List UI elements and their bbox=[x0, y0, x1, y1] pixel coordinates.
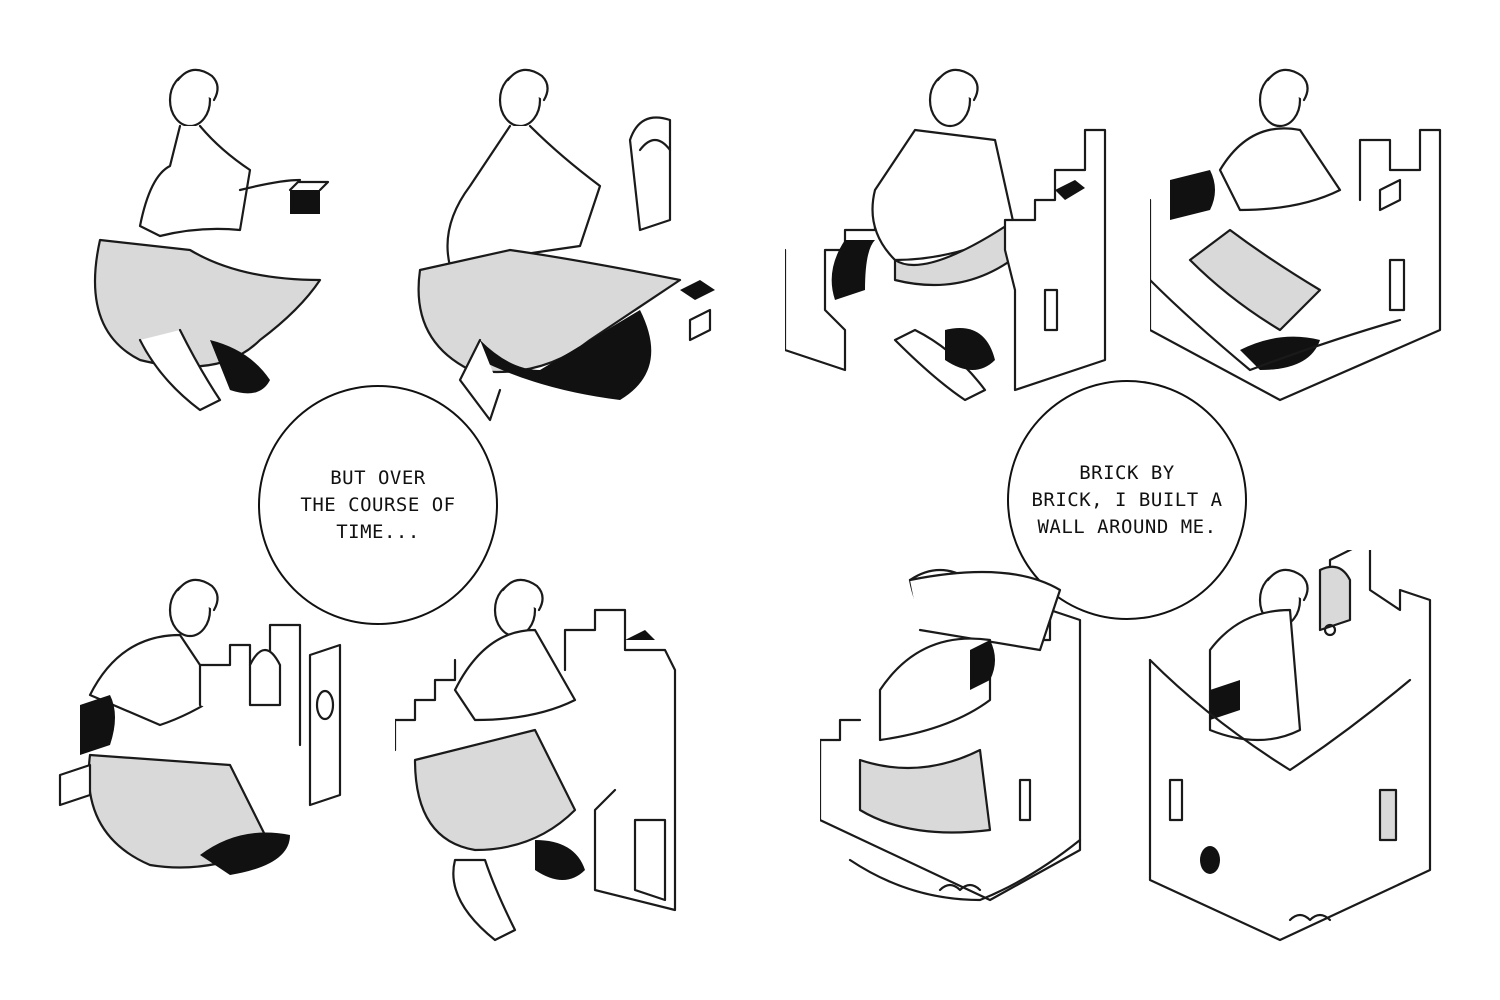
figure-stacking-wall-icon bbox=[395, 578, 677, 942]
caption-line: BRICK BY bbox=[1079, 461, 1175, 484]
figure-inside-low-wall-icon bbox=[785, 68, 1107, 402]
figure-inside-rising-wall-icon bbox=[1150, 68, 1442, 402]
caption-line: TIME... bbox=[336, 520, 420, 543]
caption-line: BRICK, I BUILT A bbox=[1031, 488, 1223, 511]
caption-line: WALL AROUND ME. bbox=[1037, 515, 1217, 538]
figure-enclosed-in-tower-icon bbox=[1148, 550, 1432, 942]
caption-text-left: BUT OVER THE COURSE OF TIME... bbox=[300, 465, 455, 546]
panel-inside-low-wall bbox=[785, 40, 1115, 420]
caption-bubble-left: BUT OVER THE COURSE OF TIME... bbox=[258, 385, 498, 625]
panel-stacking-wall bbox=[395, 570, 715, 950]
panel-covering-face-in-wall bbox=[820, 560, 1100, 920]
caption-line: THE COURSE OF bbox=[300, 493, 456, 516]
figure-building-arch-icon bbox=[417, 68, 715, 422]
figure-kneeling-beside-wall-icon bbox=[58, 578, 342, 875]
panel-kneeling-beside-wall bbox=[50, 565, 380, 895]
caption-bubble-right: BRICK BY BRICK, I BUILT A WALL AROUND ME… bbox=[1007, 380, 1247, 620]
caption-line: BUT OVER bbox=[330, 466, 426, 489]
figure-placing-brick-icon bbox=[93, 68, 330, 412]
caption-text-right: BRICK BY BRICK, I BUILT A WALL AROUND ME… bbox=[1031, 460, 1222, 541]
panel-building-arch bbox=[390, 40, 740, 430]
panel-placing-brick bbox=[60, 40, 360, 420]
figure-covering-face-in-wall-icon bbox=[820, 569, 1082, 902]
panel-enclosed-in-tower bbox=[1140, 550, 1440, 950]
panel-inside-rising-wall bbox=[1150, 40, 1460, 410]
